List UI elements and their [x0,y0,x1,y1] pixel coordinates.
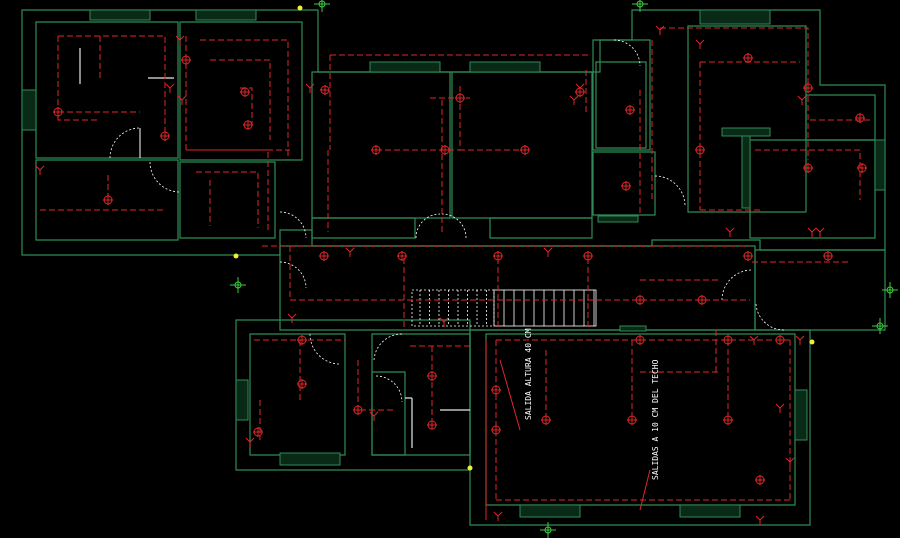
ceiling-light-icon [627,415,637,425]
ceiling-light-icon [857,163,867,173]
ceiling-light-icon [803,83,813,93]
outlet-icon [569,95,579,105]
junction-dot-icon [809,339,815,345]
junction-nodes [233,5,815,471]
outlet-icon [177,95,187,105]
ceiling-light-icon [803,163,813,173]
ceiling-light-icon [743,251,753,261]
ceiling-light-icon [635,295,645,305]
ceiling-light-icon [353,405,363,415]
outlet-icon [175,35,185,45]
ceiling-light-icon [775,335,785,345]
ceiling-light-icon [743,53,753,63]
ceiling-light-icon [723,415,733,425]
ceiling-light-icon [297,335,307,345]
survey-marker-icon [632,0,648,12]
ceiling-light-icon [53,107,63,117]
ceiling-light-icon [491,385,501,395]
outlet-icon [695,39,705,49]
ceiling-light-icon [635,335,645,345]
note-ceiling-outlets: SALIDAS A 10 CM DEL TECHO [651,359,660,480]
outlet-icon [345,247,355,257]
ceiling-light-icon [243,120,253,130]
ceiling-light-icon [855,113,865,123]
outlet-icon [575,83,585,93]
outlet-icon [807,227,817,237]
outlet-icon [493,511,503,521]
ceiling-light-icon [319,251,329,261]
ceiling-light-icon [455,93,465,103]
outlet-icon [439,317,449,327]
ceiling-light-icon [320,85,330,95]
junction-dot-icon [233,253,239,259]
ceiling-light-icon [695,145,705,155]
ceiling-light-icon [181,55,191,65]
ceiling-light-icon [621,181,631,191]
ceiling-light-icon [160,131,170,141]
ceiling-light-icon [297,379,307,389]
ceiling-light-icon [625,105,635,115]
outlet-icon [755,515,765,525]
outlet-icon [775,403,785,413]
ceiling-light-icon [697,295,707,305]
survey-marker-icon [230,277,246,293]
outlet-icon [305,83,315,93]
survey-markers [230,0,898,538]
survey-marker-icon [882,282,898,298]
ceiling-light-icon [583,251,593,261]
junction-dot-icon [467,465,473,471]
outlet-icon [543,247,553,257]
light-fixtures [53,53,867,485]
outlet-icon [655,25,665,35]
survey-marker-icon [540,522,556,538]
ceiling-light-icon [427,371,437,381]
ceiling-light-icon [823,251,833,261]
outlet-icon [287,313,297,323]
stair-treads [419,290,595,326]
outlet-icon [749,335,759,345]
walls [21,9,886,526]
junction-dot-icon [297,5,303,11]
ceiling-light-icon [427,420,437,430]
ceiling-light-icon [493,251,503,261]
ceiling-light-icon [397,251,407,261]
survey-marker-icon [872,318,888,334]
outlet-icon [245,437,255,447]
ceiling-light-icon [240,87,250,97]
outlet-icon [795,335,805,345]
outlet-icon [725,227,735,237]
circuits [40,27,870,520]
ceiling-light-icon [103,195,113,205]
ceiling-light-icon [723,335,733,345]
outlet-icon [815,227,825,237]
note-outlet-height: SALIDA ALTURA 40 CM [524,328,533,420]
survey-marker-icon [314,0,330,12]
doors [109,39,785,403]
outlet-icon [785,457,795,467]
ceiling-light-icon [253,427,263,437]
ceiling-light-icon [440,145,450,155]
outlets [35,25,825,525]
outlet-icon [165,83,175,93]
ceiling-light-icon [520,145,530,155]
staircase [411,289,597,327]
ceiling-light-icon [371,145,381,155]
ceiling-light-icon [491,425,501,435]
outlet-icon [797,95,807,105]
ceiling-light-icon [755,475,765,485]
ceiling-light-icon [541,415,551,425]
outlet-icon [369,411,379,421]
outlet-icon [35,165,45,175]
